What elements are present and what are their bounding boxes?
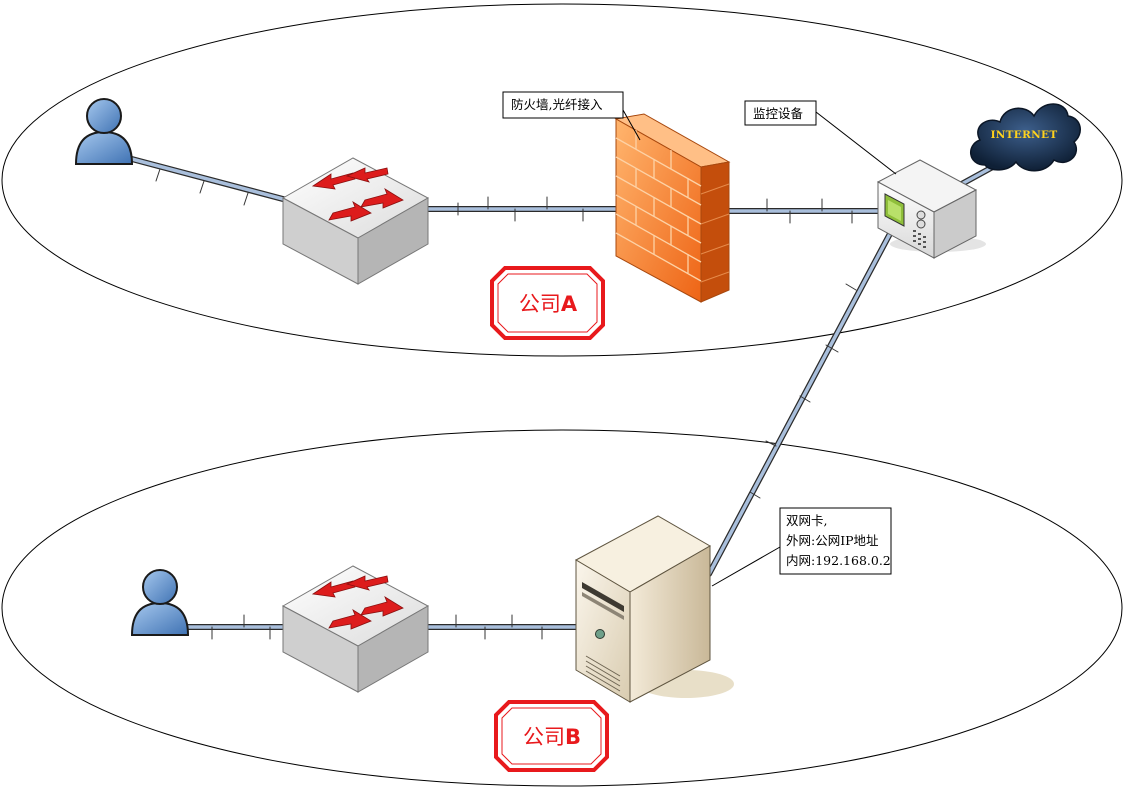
cable-monitor-to-server (706, 225, 896, 577)
monitoring-device-icon[interactable] (876, 159, 986, 259)
server-callout-line-2: 外网:公网IP地址 (786, 533, 879, 548)
cable-user-a-to-switch-a (125, 155, 301, 206)
company-b-label-prefix: 公司 (523, 725, 565, 749)
tower-server-icon[interactable] (574, 515, 734, 703)
network-switch-icon[interactable] (281, 565, 430, 693)
network-switch-icon[interactable] (281, 157, 430, 285)
firewall-callout-text: 防火墙,光纤接入 (511, 97, 603, 112)
cable-switch-a-to-firewall (422, 196, 621, 222)
cable-switch-b-to-server (422, 614, 585, 640)
internet-cloud-icon[interactable]: INTERNET (970, 103, 1081, 172)
server-callout-line-3: 内网:192.168.0.2 (786, 553, 891, 568)
internet-label: INTERNET (991, 129, 1058, 141)
server-callout-line-1: 双网卡, (786, 513, 827, 528)
company-b-label-letter: B (565, 725, 581, 749)
user-icon[interactable] (74, 98, 134, 165)
firewall-callout: 防火墙,光纤接入 (502, 91, 641, 141)
company-a-label-letter: A (561, 292, 578, 316)
monitor-callout: 监控设备 (744, 100, 897, 175)
cables (125, 155, 1003, 640)
company-b-zone (1, 429, 1123, 787)
company-a-badge: 公司A (490, 266, 605, 340)
user-icon[interactable] (130, 569, 190, 636)
company-a-label-prefix: 公司 (519, 292, 561, 316)
company-a-label: 公司A (519, 292, 578, 316)
cable-user-b-to-switch-b (180, 614, 293, 640)
firewall-brick-wall-icon[interactable] (614, 113, 731, 303)
company-a-zone (1, 3, 1123, 357)
company-b-label: 公司B (523, 725, 581, 749)
company-b-badge: 公司B (494, 700, 609, 772)
monitor-callout-text: 监控设备 (753, 106, 804, 121)
server-callout: 双网卡, 外网:公网IP地址 内网:192.168.0.2 (711, 507, 892, 587)
cable-firewall-to-monitor (724, 198, 885, 224)
